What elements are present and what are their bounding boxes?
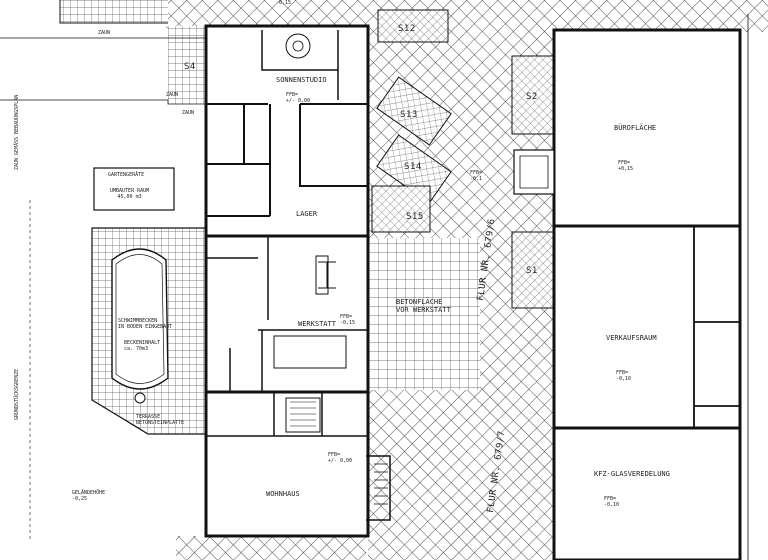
room-lager: LAGER [296, 210, 318, 218]
pool-label: SCHWIMMBECKEN IN BODEN EINGEBAUT [118, 318, 173, 330]
parking-s13: S13 [400, 110, 418, 120]
fence-label-1: ZAUN [98, 30, 111, 36]
area-betonflaeche: BETONFLÄCHE VOR WERKSTATT [396, 298, 451, 314]
shed-label: GARTENGERÄTE [108, 172, 145, 178]
parking-s15: S15 [406, 212, 424, 222]
boundary-label: GRUNDSTÜCKSGRENZE [14, 368, 20, 420]
plot-lines [0, 0, 206, 540]
level-sonnenstudio: FFB= +/- 0,00 [286, 92, 311, 104]
parking-s1: S1 [526, 266, 538, 276]
room-verkaufsraum: VERKAUFSRAUM [606, 334, 657, 342]
level-werkstatt: FFB= -0,15 [340, 314, 356, 326]
ground-level-label: GELÄNDEHÖHE -0,25 [72, 490, 106, 502]
room-kfz: KFZ-GLASVEREDELUNG [594, 470, 670, 478]
parking-bays [371, 9, 555, 309]
parking-s12: S12 [398, 24, 416, 34]
top-level-label: -0,15 [276, 0, 292, 6]
level-buero: FFB= +0,15 [618, 160, 634, 172]
level-wohnhaus: FFB= +/- 0,00 [328, 452, 353, 464]
fence-label-3: ZAUN [182, 110, 195, 116]
level-verkauf: FFB= -0,10 [616, 370, 632, 382]
room-sonnenstudio: SONNENSTUDIO [276, 76, 327, 84]
terrace-label: TERRASSE BETONSTEINPLATTE [136, 414, 185, 426]
shed-volume: UMBAUTER RAUM 45,00 m3 [110, 188, 150, 200]
right-building-walls [513, 14, 749, 560]
pool-volume: BECKENINHALT ca. 70m3 [124, 340, 161, 352]
level-kfz: FFB= -0,10 [604, 496, 620, 508]
pool-terrace [91, 167, 207, 435]
main-building-walls [204, 24, 391, 538]
room-werkstatt: WERKSTATT [298, 320, 336, 328]
room-wohnhaus: WOHNHAUS [266, 490, 300, 498]
level-yard: FFB= -0,1 [470, 170, 483, 182]
parking-s4: S4 [184, 62, 196, 72]
room-bueroflaeche: BÜROFLÄCHE [614, 124, 657, 132]
parking-s2: S2 [526, 92, 538, 102]
parking-s14: S14 [404, 162, 422, 172]
fence-plan-label: ZAUN GEMÄSS BEBAUUNGSPLAN [14, 94, 20, 170]
fence-label-2: ZAUN [166, 92, 179, 98]
